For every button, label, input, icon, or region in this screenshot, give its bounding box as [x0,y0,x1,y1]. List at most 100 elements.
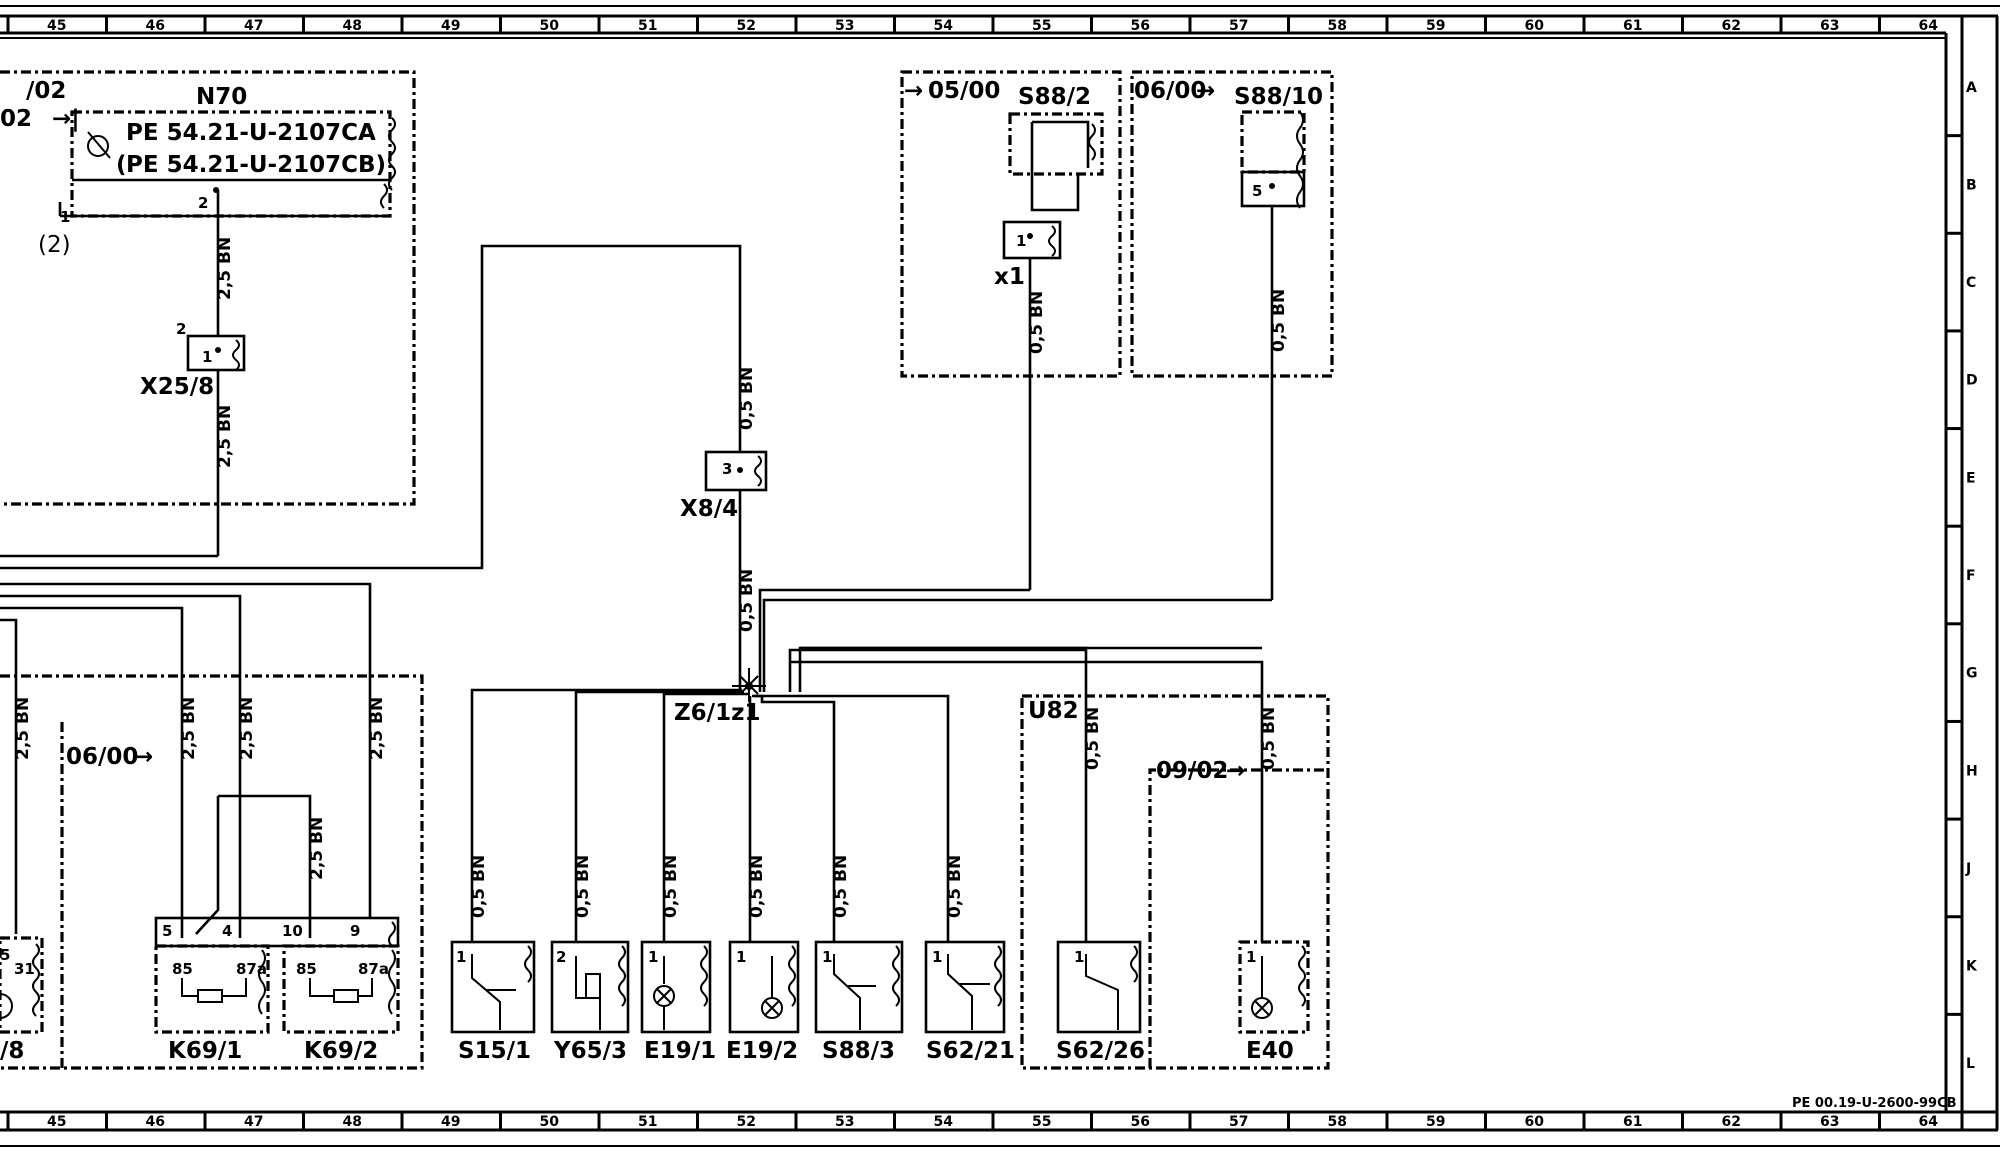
n70-pin-2: 2 [198,194,208,212]
e40-label: E40 [1246,1038,1294,1064]
column-label: 50 [540,18,560,34]
n70-label: N70 [196,84,247,110]
wire-label-s88-10: 0,5 BN [1269,289,1289,352]
fanout-wire-labels: 0,5 BN 0,5 BN 0,5 BN 0,5 BN 0,5 BN 0,5 B… [469,707,1279,918]
row-label: J [1965,861,1971,877]
n70-partial-label: /02 [26,78,66,104]
e40-version: 09/02 [1156,758,1228,784]
svg-text:2,5 BN: 2,5 BN [367,697,387,760]
e19-1-label: E19/1 [644,1038,716,1064]
e40-lamp: 1 E40 [1238,940,1310,1064]
svg-text:87a: 87a [358,960,389,978]
svg-text:2,5 BN: 2,5 BN [179,697,199,760]
splice-z6-1z1: Z6/1z1 [674,588,1272,726]
n70-line2: PE 54.21-U-2107CB) [126,152,386,178]
column-label: 51 [638,18,657,34]
svg-text:5: 5 [162,922,172,940]
s62-21-switch: 1 S62/21 [924,940,1015,1064]
svg-text:0,5 BN: 0,5 BN [747,855,767,918]
svg-text:2,5 BN: 2,5 BN [307,817,327,880]
svg-text:(: ( [116,152,127,178]
n70-module: /02 02 →| N70 PE 54.21-U-2107CA ( PE 54.… [0,78,396,258]
row-label: F [1966,568,1976,584]
svg-text:0,5 BN: 0,5 BN [573,855,593,918]
column-label: 46 [146,1114,165,1130]
s62-26-switch: 1 S62/26 [1056,940,1145,1064]
e19-1-lamp: 1 E19/1 [640,940,716,1064]
u82-label: U82 [1028,698,1079,724]
column-label: 58 [1328,18,1347,34]
column-label: 52 [737,1114,756,1130]
svg-text:→: → [134,744,153,770]
svg-text:0,5 BN: 0,5 BN [945,855,965,918]
s88-2-switch: → 05/00 S88/2 1 x1 0,5 BN [904,78,1104,590]
lamp-icon [1251,997,1273,1019]
svg-text:1: 1 [456,948,466,966]
row-label: C [1966,275,1976,291]
column-label: 63 [1820,18,1839,34]
column-label: 52 [737,18,756,34]
svg-text:1: 1 [1246,948,1256,966]
s88-10-switch: 06/00 → S88/10 5 0,5 BN [1134,78,1323,600]
n70-note: (2) [38,232,71,258]
n70-pin-1: 1 [60,208,70,226]
s88-10-pin-5: 5 [1252,182,1262,200]
row-label: G [1966,666,1978,682]
column-label: 59 [1426,18,1445,34]
wire-label-x8-top: 0,5 BN [737,367,757,430]
x25-8-pin-2: 2 [176,320,186,338]
column-label: 45 [47,1114,66,1130]
wire-label-x8-bottom: 0,5 BN [737,569,757,632]
svg-text:85: 85 [296,960,317,978]
column-label: 45 [47,18,66,34]
s62-21-label: S62/21 [926,1038,1015,1064]
column-label: 55 [1032,1114,1051,1130]
k69-1-label: K69/1 [168,1038,242,1064]
s88-2-label: S88/2 [1018,84,1091,110]
column-label: 54 [934,18,954,34]
k69-relays: 2,5 BN 2,5 BN 2,5 BN 2,5 BN 2,5 BN 06/00… [0,582,400,1064]
svg-text:→|: →| [52,106,80,132]
column-label: 63 [1820,1114,1839,1130]
svg-text:0,5 BN: 0,5 BN [831,855,851,918]
row-label: B [1966,177,1977,193]
svg-text:87a: 87a [236,960,267,978]
column-label: 64 [1919,18,1939,34]
row-label: K [1966,959,1978,975]
svg-text:31: 31 [14,960,35,978]
svg-text:→: → [1196,78,1215,104]
row-label: D [1966,373,1978,389]
column-label: 59 [1426,1114,1445,1130]
column-label: 57 [1229,1114,1248,1130]
svg-text:1: 1 [822,948,832,966]
y65-3-valve: 2 Y65/3 [550,940,630,1064]
column-label: 50 [540,1114,560,1130]
s88-10-version: 06/00 [1134,78,1206,104]
svg-text:10: 10 [282,922,303,940]
svg-text:4: 4 [222,922,232,940]
column-label: 49 [441,18,460,34]
x25-8-pin-1: 1 [202,348,212,366]
column-label: 54 [934,1114,954,1130]
column-label: 60 [1525,18,1545,34]
k69-version: 06/00 [66,744,138,770]
s15-1-label: S15/1 [458,1038,531,1064]
x8-4-label: X8/4 [680,496,738,522]
column-label: 47 [244,18,263,34]
x8-4-connector: 3 X8/4 0,5 BN 0,5 BN [0,244,768,690]
s88-3-switch: 1 S88/3 [814,940,904,1064]
e19-2-lamp: 1 E19/2 [726,940,800,1064]
x25-8-connector: 2 1 X25/8 2,5 BN 2,5 BN [0,190,246,558]
lamp-icon [761,997,783,1019]
column-label: 62 [1722,18,1741,34]
svg-text:1: 1 [648,948,658,966]
s15-1-switch: 1 S15/1 [450,940,536,1064]
u82-module: U82 09/02 → [1028,698,1245,784]
svg-text:0,5 BN: 0,5 BN [1083,707,1103,770]
s62-26-label: S62/26 [1056,1038,1145,1064]
svg-text:9: 9 [350,922,360,940]
component-boxes [0,70,1334,1070]
svg-text:85: 85 [172,960,193,978]
